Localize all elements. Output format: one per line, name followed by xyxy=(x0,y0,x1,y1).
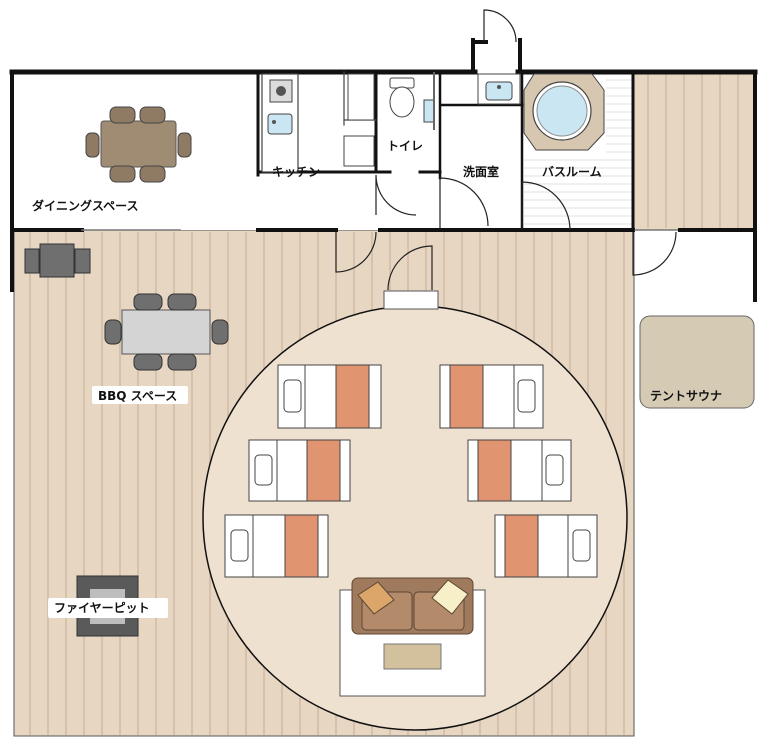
door-tent xyxy=(387,245,433,291)
bed-6 xyxy=(494,514,598,578)
coffee-table xyxy=(383,643,442,670)
dining-set xyxy=(85,106,192,183)
kitchen-counter xyxy=(261,73,375,173)
beds xyxy=(224,364,598,578)
bed-2 xyxy=(439,364,544,429)
label-dining: ダイニングスペース xyxy=(32,198,139,213)
room-labels: ダイニングスペース キッチン トイレ 洗面室 バスルーム BBQ スペース ファ… xyxy=(32,139,722,618)
walls xyxy=(9,38,758,302)
door-bathroom xyxy=(521,181,571,231)
door-entrance xyxy=(483,9,517,43)
bed-3 xyxy=(248,439,351,502)
round-bathtub-icon xyxy=(523,73,605,151)
doors xyxy=(335,9,677,291)
bed-5 xyxy=(224,514,329,578)
bed-4 xyxy=(467,439,572,502)
door-deck-right xyxy=(632,231,677,276)
door-kitchen xyxy=(335,231,377,273)
stove-icon xyxy=(276,86,286,96)
bathroom-tiles xyxy=(524,79,632,225)
label-firepit: ファイヤーピット xyxy=(54,601,150,615)
washroom-sink xyxy=(477,73,521,105)
door-toilet xyxy=(375,174,417,216)
bbq-table-set xyxy=(104,293,229,371)
tent-sauna xyxy=(639,315,755,409)
label-bbq: BBQ スペース xyxy=(98,389,177,403)
label-kitchen: キッチン xyxy=(272,165,320,179)
deck-planks-right xyxy=(647,74,739,228)
deck-area-right xyxy=(633,72,755,230)
toilet-icon xyxy=(389,72,435,130)
tent-entrance-mat xyxy=(383,290,439,310)
label-toilet: トイレ xyxy=(387,139,423,153)
door-washroom xyxy=(439,177,489,228)
sink-icon xyxy=(267,113,293,135)
bed-1 xyxy=(277,364,382,429)
label-sauna: テントサウナ xyxy=(650,389,722,403)
label-washroom: 洗面室 xyxy=(463,164,499,179)
bbq-grill xyxy=(24,243,91,278)
label-bathroom: バスルーム xyxy=(542,165,602,179)
sofa xyxy=(351,577,474,635)
tent xyxy=(202,290,628,731)
